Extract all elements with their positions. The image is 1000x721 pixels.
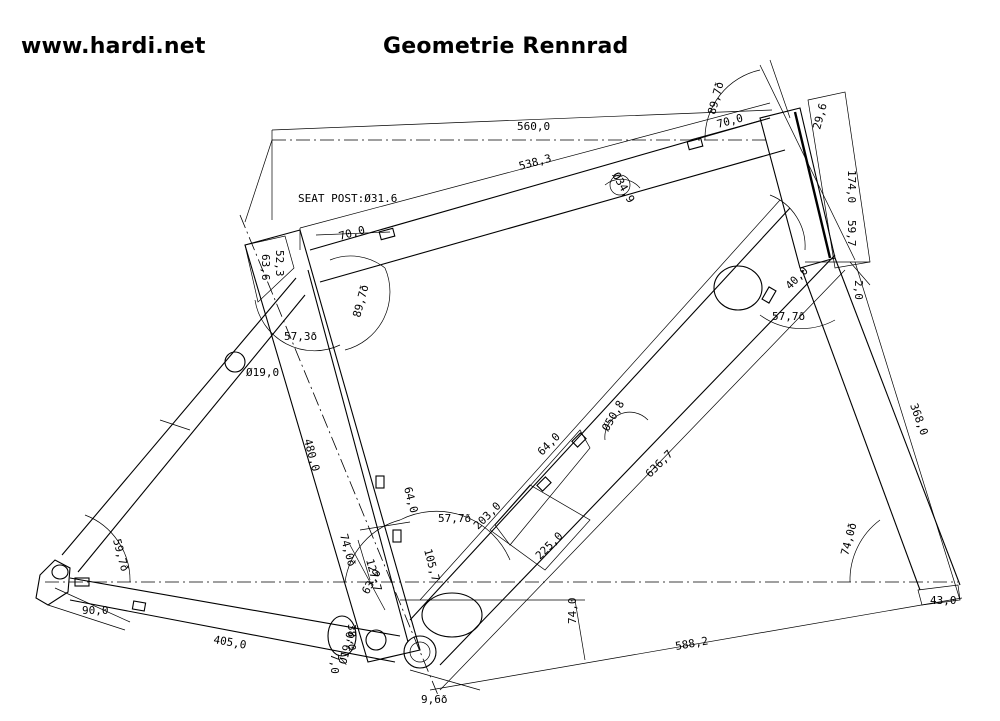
dim-top-tube-horizontal: 560,0 — [517, 120, 550, 133]
tube-sections — [35, 174, 763, 669]
bosses — [74, 137, 777, 612]
dimension-labels: 560,0 538,3 89,7ð 70,0 70,0 29,6 174,0 5… — [82, 80, 957, 706]
dim-top-tube-angle: 89,7ð — [705, 80, 726, 115]
dim-chain-stay: 405,0 — [212, 633, 247, 652]
dim-bb-drop: 9,6ð — [421, 693, 448, 706]
seat-tube — [244, 229, 421, 663]
bb-construction — [349, 521, 963, 691]
dim-seat-stay-dia: Ø19,0 — [246, 366, 279, 379]
dim-bottle-head: 70,0 — [715, 111, 744, 130]
drawing-title: Geometrie Rennrad — [383, 34, 629, 59]
dim-down-tube-bottle-b: 203,0 — [471, 500, 504, 533]
dim-bottle-seat: 70,0 — [337, 223, 366, 242]
dim-down-tube-bottle-c: 225,0 — [533, 530, 566, 563]
dim-top-tube: 538,3 — [517, 152, 552, 173]
dim-seat-tube-bottle: 64,0 — [401, 485, 420, 514]
dim-fork-offset: 2,0 — [852, 280, 865, 300]
dim-bb-c2: 7,0 — [328, 654, 341, 674]
dim-bb-c1: 38,0 — [345, 624, 358, 651]
dim-head-length: 174,0 — [845, 170, 858, 203]
dim-chain-stay-bottle: 90,0 — [82, 604, 109, 617]
head-tube — [759, 91, 871, 286]
seat-stay — [61, 277, 306, 573]
construction-lines — [45, 59, 958, 701]
dim-head-top: 29,6 — [810, 102, 829, 131]
dim-fork-angle: 74,0ð — [838, 521, 859, 556]
chain-stay — [47, 577, 401, 663]
site-url: www.hardi.net — [21, 34, 206, 59]
dim-bb-angle-left: 74,0ð — [337, 532, 358, 567]
dim-head-tube-dia: Ø34,9 — [609, 170, 637, 205]
dim-bb-angle-mid: 57,7ð — [438, 512, 471, 525]
dim-seat-stay-rear-angle: 59,7ð — [110, 537, 131, 572]
dim-down-tube-dia: Ø50,8 — [599, 398, 627, 433]
dim-bb-height: 74,0 — [566, 598, 579, 625]
dim-head-lower: 59,7 — [845, 220, 858, 247]
dim-seat-top-a: 52,3 — [273, 250, 286, 277]
dim-down-tube: 636,7 — [643, 448, 676, 481]
dim-bb-left-b: 105,7 — [421, 547, 442, 582]
dim-wheelbase: 588,2 — [674, 634, 709, 653]
dim-head-angle-down: 57,7ð — [772, 310, 805, 323]
down-tube — [409, 199, 846, 691]
dim-seat-tube: 480,0 — [301, 437, 322, 472]
dim-down-tube-bottle: 40,0 — [783, 264, 811, 292]
angle-arcs — [84, 69, 881, 583]
fork — [801, 257, 961, 606]
dim-seat-angle-top: 89,7ð — [350, 283, 371, 318]
dim-fork-bottom: 43,0 — [930, 594, 957, 607]
dim-seat-top-b: 63,6 — [259, 254, 272, 281]
dim-fork-length: 368,0 — [907, 402, 931, 438]
seat-post-label: SEAT POST:Ø31.6 — [298, 192, 397, 205]
dim-seat-stay-angle: 57,3ð — [284, 330, 317, 343]
